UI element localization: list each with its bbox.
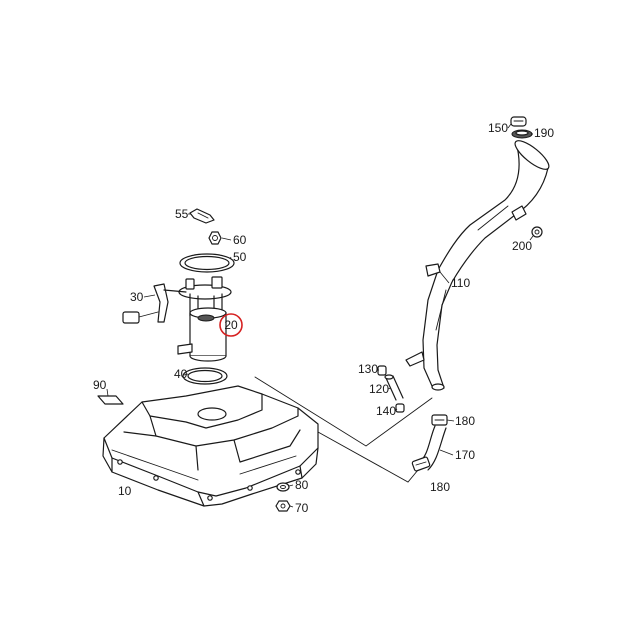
callout-120: 120 (369, 382, 389, 396)
drain-washer (276, 482, 290, 492)
pump-foot-tab (177, 343, 193, 355)
callout-130: 130 (358, 362, 378, 376)
pipe-bracket-upper (425, 263, 441, 277)
hose-clamp-upper (431, 414, 448, 426)
callout-55: 55 (175, 207, 189, 221)
pipe-bracket-lower (405, 351, 425, 367)
callout-140: 140 (376, 404, 396, 418)
sender-connector (122, 311, 140, 324)
filler-neck-mouth (514, 140, 550, 170)
tank-pump-opening (197, 407, 227, 421)
callout-90: 90 (93, 378, 107, 392)
callout-200: 200 (512, 239, 532, 253)
callout-20-highlighted: 20 (224, 318, 238, 332)
drain-nut (275, 500, 291, 512)
callout-150: 150 (488, 121, 508, 135)
leader-lines (106, 123, 534, 508)
bracket-bolt (531, 226, 543, 238)
vent-line-upper (254, 376, 433, 447)
filler-pipe (405, 140, 550, 391)
pipe-bracket-mid (511, 205, 527, 221)
callout-190: 190 (534, 126, 554, 140)
info-label-plate (97, 395, 124, 405)
hose-clamp-lower (411, 456, 431, 472)
fuel-level-sender (122, 283, 187, 324)
locking-ring (179, 253, 235, 273)
callout-80: 80 (295, 478, 309, 492)
retaining-clip (189, 208, 215, 224)
callout-170: 170 (455, 448, 475, 462)
lock-nut (208, 231, 222, 245)
callout-10: 10 (118, 484, 132, 498)
callout-110: 110 (451, 276, 470, 290)
filler-cap (510, 116, 527, 127)
callout-180-upper: 180 (455, 414, 475, 428)
fuel-tank (102, 385, 319, 507)
callout-40: 40 (174, 367, 188, 381)
vent-clip-140 (395, 403, 405, 413)
callout-50: 50 (233, 250, 247, 264)
pump-seal-ring (182, 367, 228, 385)
highlight-ring (219, 313, 243, 337)
callout-30: 30 (130, 290, 144, 304)
callout-60: 60 (233, 233, 247, 247)
fuel-pump-module (177, 276, 232, 362)
vent-clip-130 (377, 365, 387, 376)
vent-line-lower (317, 431, 419, 483)
callout-70: 70 (295, 501, 309, 515)
filler-seal-ring (511, 129, 533, 139)
vent-tube (384, 374, 404, 401)
callout-180-lower: 180 (430, 480, 450, 494)
